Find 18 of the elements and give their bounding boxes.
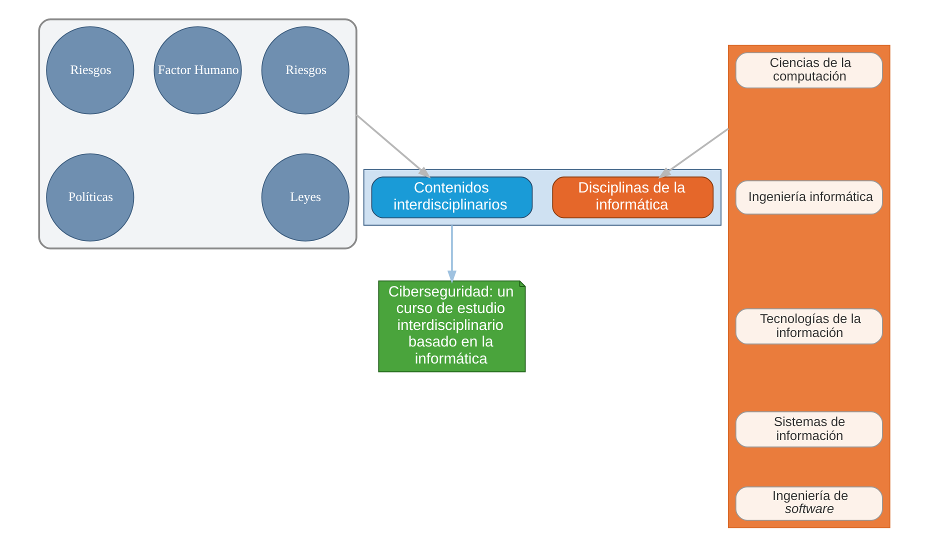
node-circle: Riesgos [46, 26, 134, 114]
node-box: Ingeniería de software [735, 486, 883, 521]
node-circle: Leyes [261, 153, 350, 242]
node-circle: Riesgos [261, 26, 350, 114]
node-box: Ciencias de la computación [735, 52, 883, 88]
node-box: Ingeniería informática [735, 180, 883, 215]
node-box: Contenidos interdisciplinarios [371, 176, 533, 218]
node-box: Tecnologías de la información [735, 308, 883, 344]
node-circle: Políticas [46, 153, 134, 242]
node-circle: Factor Humano [154, 26, 242, 114]
cluster [38, 18, 358, 250]
arrow [356, 114, 431, 178]
arrow [447, 225, 457, 284]
node-box: Sistemas de información [735, 411, 883, 448]
cluster [363, 169, 722, 226]
node-box: Disciplinas de la informática [552, 176, 714, 218]
cluster [728, 44, 890, 528]
arrow [658, 128, 729, 179]
